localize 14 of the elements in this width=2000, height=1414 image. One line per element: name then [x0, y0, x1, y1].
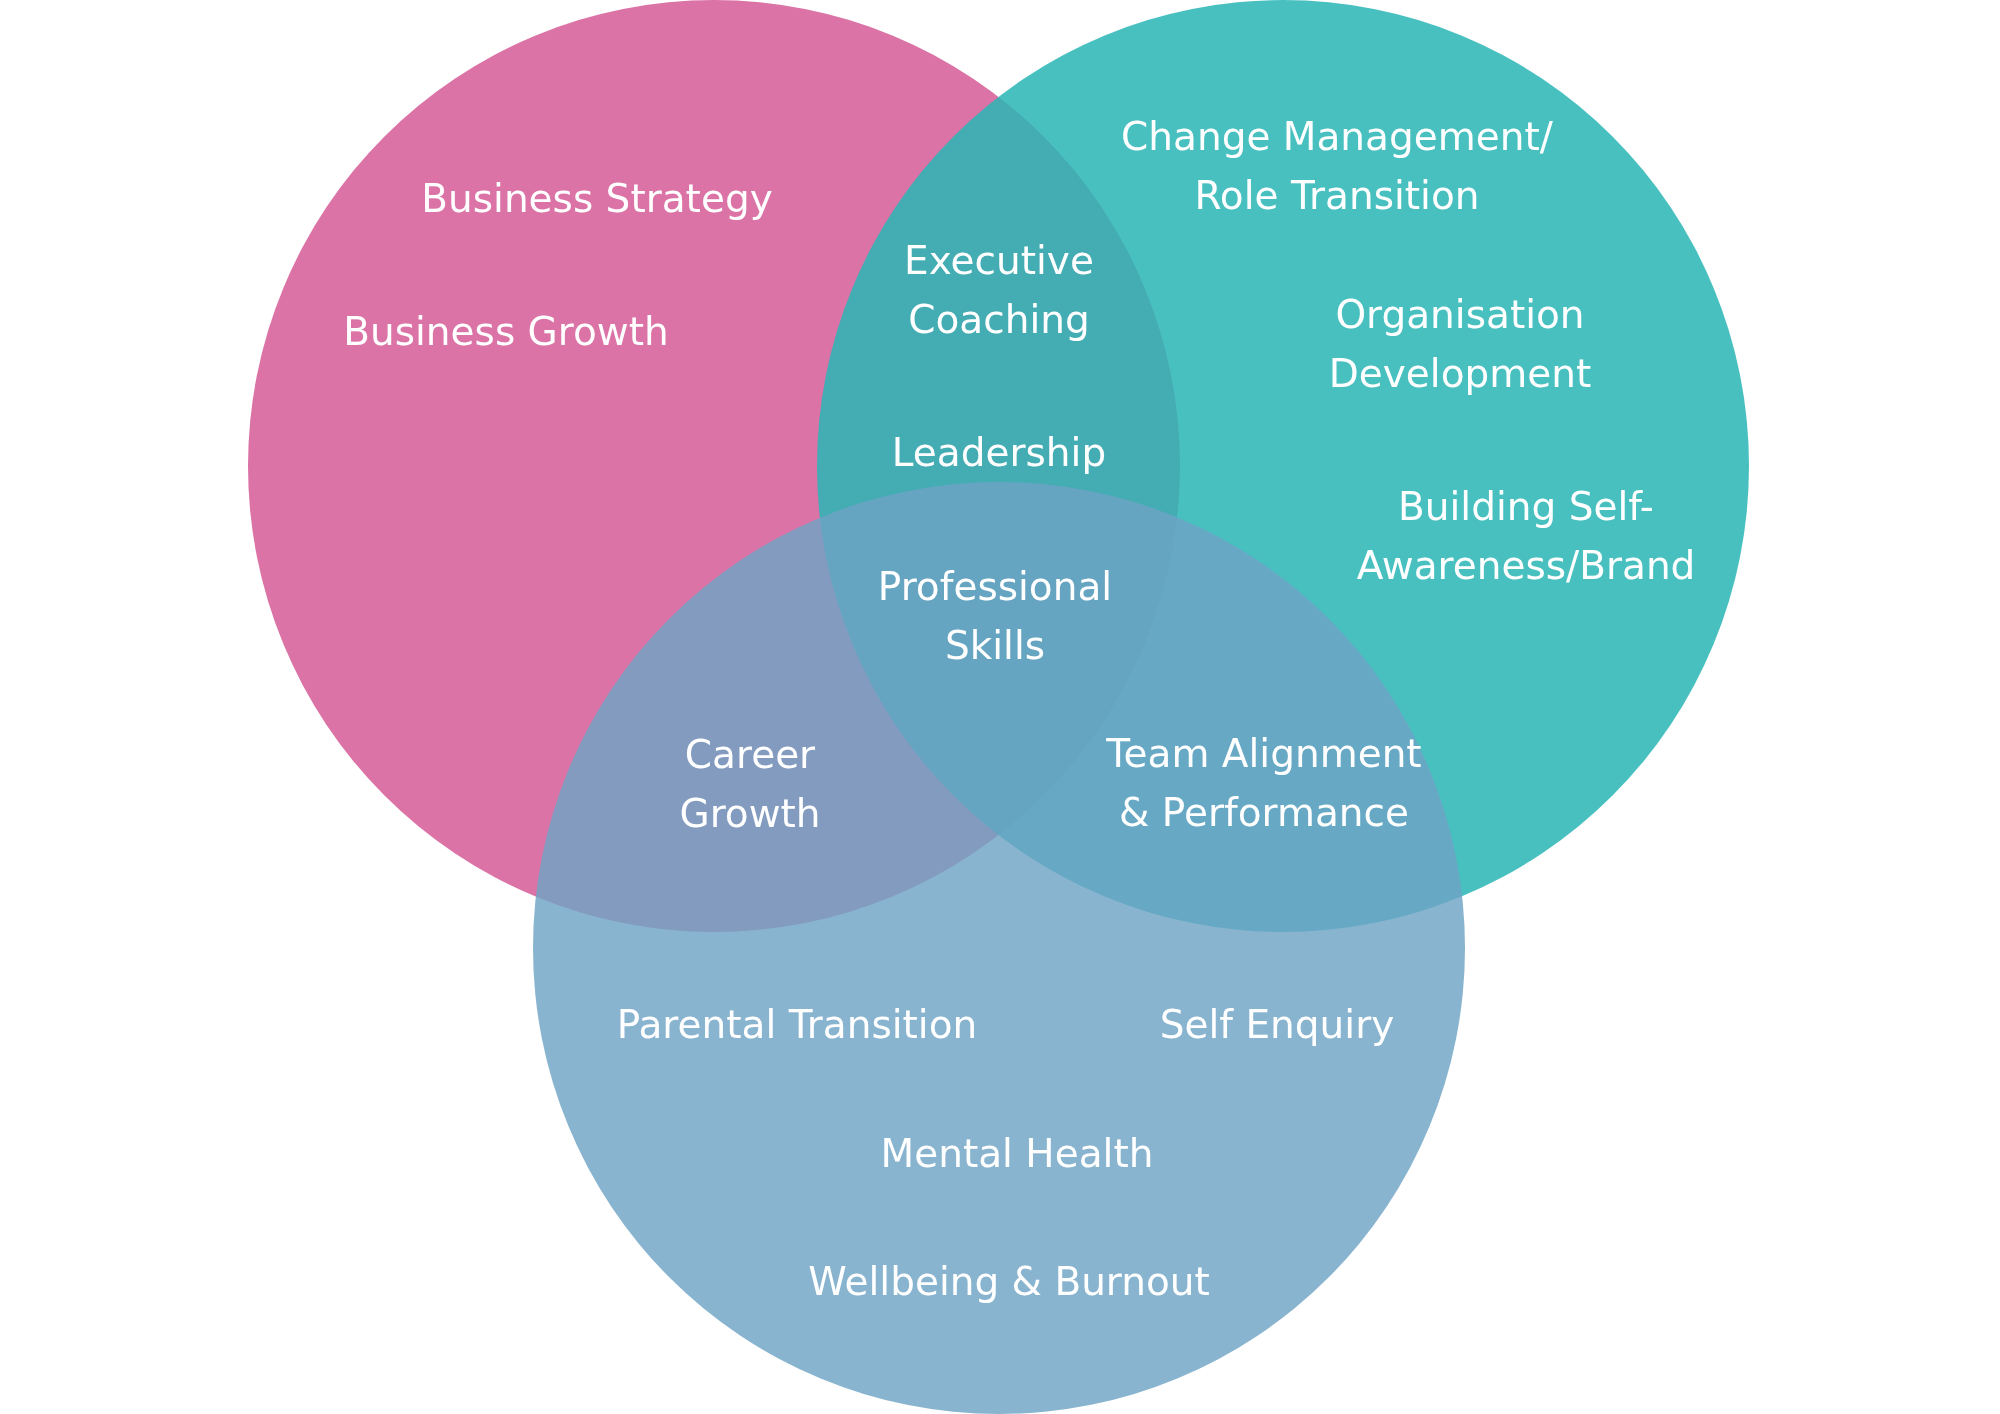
- venn-label: Team Alignment & Performance: [1105, 729, 1423, 836]
- venn-label: Executive Coaching: [903, 236, 1095, 343]
- venn-label: Career Growth: [678, 730, 822, 837]
- venn-label: Wellbeing & Burnout: [807, 1257, 1211, 1306]
- venn-label: Mental Health: [879, 1129, 1155, 1178]
- venn-label: Leadership: [890, 428, 1108, 477]
- venn-label: Building Self-Awareness/Brand: [1355, 482, 1697, 589]
- venn-label: Business Strategy: [420, 174, 774, 223]
- venn-label: Organisation Development: [1327, 290, 1593, 397]
- venn-label: Change Management/ Role Transition: [1120, 112, 1554, 219]
- venn-label: Business Growth: [342, 307, 670, 356]
- venn-label: Self Enquiry: [1158, 1000, 1396, 1049]
- venn-label: Professional Skills: [876, 562, 1114, 669]
- venn-label: Parental Transition: [615, 1000, 979, 1049]
